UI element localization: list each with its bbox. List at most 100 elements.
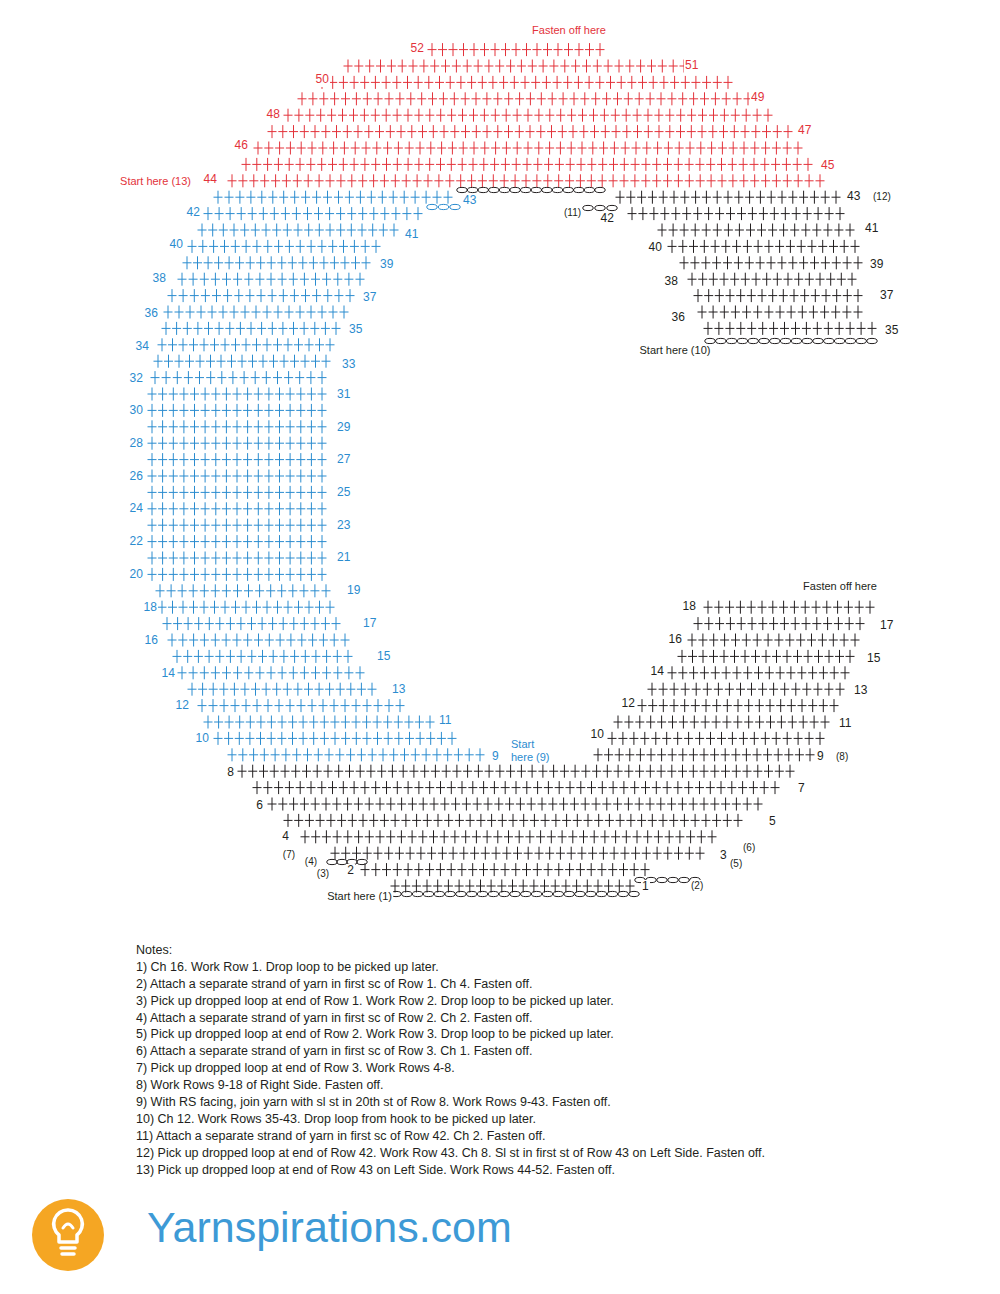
chain-stitch (813, 338, 823, 343)
row-number: 52 (410, 42, 425, 56)
chain-stitch (716, 338, 726, 343)
row-number: 20 (129, 568, 144, 582)
row-number: 29 (336, 421, 351, 435)
start-note: Start here (9) (510, 738, 558, 763)
chain-stitch (759, 338, 769, 343)
row-number: 10 (590, 728, 605, 742)
row-number: 27 (336, 453, 351, 467)
row-number: 9 (816, 750, 825, 764)
row-number: 16 (144, 634, 159, 648)
chain-stitch (780, 338, 790, 343)
row-number: 30 (129, 404, 144, 418)
row-number: 49 (750, 91, 765, 105)
chain-stitch (434, 891, 444, 896)
chain-stitch (737, 338, 747, 343)
chain-stitch (445, 891, 455, 896)
row-number: 9 (491, 750, 500, 764)
row-number: 31 (336, 388, 351, 402)
row-number: 3 (719, 849, 728, 863)
chain-stitch (402, 891, 412, 896)
row-number: 40 (648, 241, 663, 255)
single-crochet-stitches (148, 191, 485, 762)
row-number: 39 (379, 258, 394, 272)
chain-stitch (845, 338, 855, 343)
row-number: 42 (186, 206, 201, 220)
note-line: 4) Attach a separate strand of yarn in f… (135, 1011, 534, 1025)
row-number: 33 (341, 358, 356, 372)
chain-stitch (583, 205, 593, 210)
row-number: 34 (135, 340, 150, 354)
row-number: 48 (266, 108, 281, 122)
chain-stitch (564, 891, 574, 896)
chain-stitch (552, 187, 562, 192)
chain-stitch (629, 891, 639, 896)
chain-stitch (510, 187, 520, 192)
chain-stitch (553, 891, 563, 896)
row-number: 28 (129, 437, 144, 451)
row-number: 43 (462, 194, 477, 208)
logo-icon (32, 1199, 104, 1271)
row-number: 35 (348, 323, 363, 337)
step-number: (11) (563, 207, 582, 219)
row-number: 43 (846, 190, 861, 204)
row-number: 44 (203, 173, 218, 187)
row-number: 8 (226, 766, 235, 780)
bulb-base (61, 1248, 75, 1254)
row-number: 12 (621, 697, 636, 711)
row-number: 45 (820, 159, 835, 173)
chain-stitch (489, 187, 499, 192)
bulb-filament (63, 1224, 73, 1228)
row-number: 41 (864, 222, 879, 236)
row-number: 51 (684, 59, 699, 73)
chain-stitch (531, 891, 541, 896)
row-number: 15 (376, 650, 391, 664)
row-number: 10 (195, 732, 210, 746)
logo-text: Yarnspirations.com (146, 1203, 513, 1252)
row-number: 47 (797, 124, 812, 138)
row-number: 7 (797, 782, 806, 796)
row-number: 1 (641, 880, 650, 894)
row-number: 42 (600, 212, 615, 226)
step-number: (12) (872, 191, 892, 203)
chain-stitch (450, 204, 460, 209)
row-number: 18 (682, 600, 697, 614)
step-number: (2) (690, 880, 704, 892)
row-number: 5 (768, 815, 777, 829)
chain-stitch (657, 877, 667, 882)
chain-stitch (499, 891, 509, 896)
chain-stitch (748, 338, 758, 343)
row-number: 12 (175, 699, 190, 713)
chain-stitch (607, 891, 617, 896)
row-number: 18 (143, 601, 158, 615)
chain-stitch (596, 891, 606, 896)
row-number: 39 (869, 258, 884, 272)
row-number: 14 (161, 667, 176, 681)
row-number: 25 (336, 486, 351, 500)
row-number: 38 (152, 272, 167, 286)
note-line: 10) Ch 12. Work Rows 35-43. Drop loop fr… (135, 1112, 537, 1126)
chain-stitch (856, 338, 866, 343)
row-number: 4 (281, 830, 290, 844)
row-number: 24 (129, 502, 144, 516)
note-line: 7) Pick up dropped loop at end of Row 3.… (135, 1061, 456, 1075)
row-number: 46 (234, 139, 249, 153)
note-line: 11) Attach a separate strand of yarn in … (135, 1129, 546, 1143)
step-number: (4) (304, 856, 318, 868)
step-number: (7) (282, 849, 296, 861)
chain-stitch (867, 338, 877, 343)
chain-stitch (467, 891, 477, 896)
chain-stitch (542, 187, 552, 192)
chain-stitch (584, 187, 594, 192)
row-number: 17 (879, 619, 894, 633)
row-number: 40 (169, 238, 184, 252)
chain-stitch (770, 338, 780, 343)
chain-stitch (595, 205, 605, 210)
chain-stitch (457, 187, 467, 192)
row-number: 17 (362, 617, 377, 631)
fasten-note: Fasten off here (802, 580, 878, 593)
chain-stitch (668, 877, 678, 882)
chain-stitch (327, 859, 337, 864)
note-line: 1) Ch 16. Work Row 1. Drop loop to be pi… (135, 960, 440, 974)
chain-stitch (478, 187, 488, 192)
row-number: 14 (650, 665, 665, 679)
